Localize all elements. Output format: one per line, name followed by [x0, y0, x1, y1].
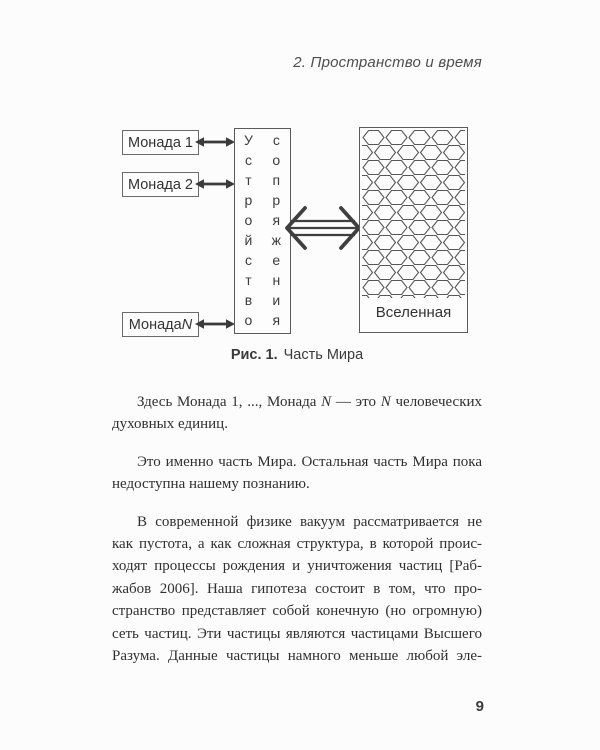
body-text: Здесь Монада 1, ..., Монада N — это N че…: [112, 391, 482, 667]
vertical-letter: о: [244, 212, 253, 228]
monada-2-box: Монада 2: [122, 172, 199, 197]
vertical-letter: я: [272, 312, 281, 328]
page-number: 9: [475, 698, 484, 715]
chapter-header: 2. Пространство и время: [293, 54, 482, 71]
caption-title: Часть Мира: [283, 347, 364, 363]
text-line: В современной физике вакуум рассматривае…: [137, 513, 482, 530]
double-arrow-icon: [195, 319, 235, 329]
universe-label: Вселенная: [375, 304, 452, 321]
vertical-letter: в: [244, 292, 253, 308]
vertical-letter: т: [245, 272, 252, 288]
double-arrow-icon: [195, 179, 235, 189]
text-line: Здесь Монада 1, ..., Монада N — это N че…: [137, 394, 482, 410]
text-line: духовных единиц.: [112, 416, 228, 433]
vertical-letter: т: [245, 172, 252, 188]
monada-n-box: Монада N: [122, 312, 199, 337]
paragraph: Это именно часть Мира. Остальная часть М…: [112, 451, 482, 496]
monada-1-box: Монада 1: [122, 130, 199, 155]
vertical-letter: с: [244, 252, 252, 268]
double-arrow-icon: [195, 137, 235, 147]
text-line: странство представляет собой конечную (н…: [112, 603, 482, 620]
vertical-letter: ж: [271, 232, 281, 248]
text-line: сеть частиц. Эти частицы являются частиц…: [112, 625, 482, 642]
universe-box: Вселенная: [359, 127, 468, 333]
text-line: ходят процессы рождения и уничтожения ча…: [112, 558, 482, 575]
big-double-arrow-icon: [285, 206, 361, 250]
vertical-letter: е: [272, 252, 281, 268]
vertical-letter: с: [244, 152, 252, 168]
vertical-letter: н: [272, 272, 281, 288]
vertical-letter: я: [272, 212, 281, 228]
vertical-letter: У: [244, 132, 253, 148]
text-line: жабов 2006]. Наша гипотеза состоит в том…: [112, 580, 482, 597]
vertical-letter: о: [272, 152, 281, 168]
vertical-letter: и: [272, 292, 281, 308]
text-line: Разума. Данные частицы намного меньше лю…: [112, 647, 482, 664]
figure-caption: Рис. 1. Часть Мира: [112, 347, 482, 363]
vertical-letter: й: [244, 232, 253, 248]
paragraph: Здесь Монада 1, ..., Монада N — это N че…: [112, 391, 482, 436]
vertical-letter: п: [272, 172, 281, 188]
caption-label: Рис. 1.: [230, 347, 278, 363]
vertical-letter: с: [272, 132, 280, 148]
vertical-letter: р: [272, 192, 281, 208]
text-line: Это именно часть Мира. Остальная часть М…: [137, 453, 482, 470]
text-line: недоступна нашему познанию.: [112, 476, 310, 493]
vertical-letter: р: [244, 192, 253, 208]
vertical-letter: о: [244, 312, 253, 328]
text-line: как пустота, а как сложная структура, в …: [112, 535, 482, 552]
honeycomb-pattern: [362, 130, 465, 298]
paragraph: В современной физике вакуум рассматривае…: [112, 511, 482, 668]
